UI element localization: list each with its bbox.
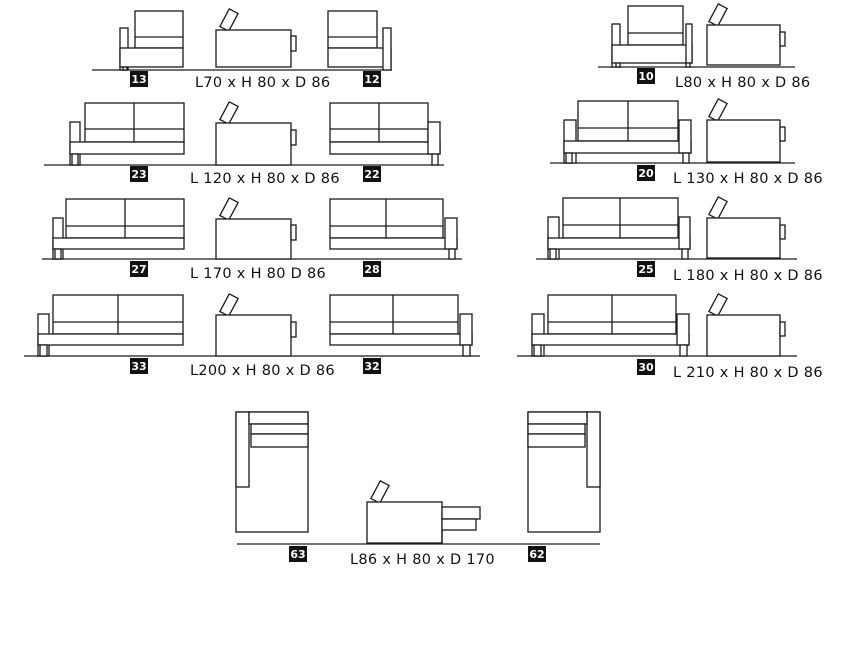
armchair-alt-side-view [706, 2, 786, 66]
code-badge: 12 [363, 71, 381, 87]
chaise-right-top-view [527, 411, 601, 533]
code-label: 62 [529, 548, 544, 561]
chaise-side-view [366, 479, 481, 544]
chaise-row: 63 L86 x H 80 x D 170 62 [235, 411, 601, 568]
sofa-large-left-front [37, 294, 184, 357]
sofa-alt-side-view [706, 195, 786, 259]
sofa-alt-front [547, 197, 691, 260]
code-label: 22 [364, 168, 379, 181]
dimension-label: L 180 x H 80 x D 86 [673, 268, 823, 284]
code-label: 30 [638, 361, 654, 374]
code-badge: 23 [130, 166, 148, 182]
code-label: 20 [638, 167, 654, 180]
row-4: 33 L200 x H 80 x D 86 32 30 L 210 x H [24, 292, 823, 381]
code-label: 10 [638, 70, 654, 83]
row-2: 23 L 120 x H 80 x D 86 22 20 L 130 x H [44, 97, 823, 187]
dimension-label: L 130 x H 80 x D 86 [673, 171, 823, 187]
code-label: 63 [290, 548, 305, 561]
row-3: 27 L 170 x H 80 D 86 28 25 L 180 x H 8 [42, 195, 823, 284]
row-1: 13 L70 x H 80 x D 86 12 10 L80 x H 80 x [92, 2, 810, 91]
sofa-2seat-right-front [329, 102, 441, 166]
code-label: 12 [364, 73, 379, 86]
dimension-label: L 210 x H 80 x D 86 [673, 365, 823, 381]
sofa-2seat-left-front [69, 102, 185, 166]
chaise-left-top-view [235, 411, 309, 533]
code-label: 13 [131, 73, 146, 86]
code-label: 28 [364, 263, 379, 276]
sofa-side-view [215, 196, 297, 260]
sofa-alt-front [563, 100, 692, 164]
sofa-3seat-left-front [52, 198, 185, 260]
code-badge: 22 [363, 166, 381, 182]
code-label: 32 [364, 360, 379, 373]
code-badge: 62 [528, 546, 546, 562]
sofa-side-view [215, 292, 297, 357]
sofa-large-right-front [329, 294, 473, 357]
dimension-label: L86 x H 80 x D 170 [350, 552, 495, 568]
code-label: 27 [131, 263, 146, 276]
sofa-alt-front [531, 294, 690, 357]
code-badge: 32 [363, 358, 381, 374]
dimension-label: L 170 x H 80 D 86 [190, 266, 326, 282]
sofa-side-view [215, 100, 297, 166]
code-badge: 28 [363, 261, 381, 277]
dimension-label: L70 x H 80 x D 86 [195, 75, 330, 91]
code-badge: 33 [130, 358, 148, 374]
code-badge: 20 [637, 165, 655, 181]
code-badge: 63 [289, 546, 307, 562]
code-badge: 30 [637, 359, 655, 375]
code-label: 23 [131, 168, 146, 181]
dimension-label: L80 x H 80 x D 86 [675, 75, 810, 91]
armchair-right-front [327, 10, 392, 71]
code-label: 33 [131, 360, 146, 373]
code-badge: 27 [130, 261, 148, 277]
code-badge: 13 [130, 71, 148, 87]
code-badge: 25 [637, 261, 655, 277]
code-label: 25 [638, 263, 653, 276]
armchair-alt-front [611, 5, 693, 68]
sofa-alt-side-view [706, 292, 786, 357]
armchair-side-view [215, 7, 297, 68]
armchair-left-front [119, 10, 184, 71]
sofa-alt-side-view [706, 97, 786, 163]
dimension-label: L200 x H 80 x D 86 [190, 363, 335, 379]
code-badge: 10 [637, 68, 655, 84]
sofa-3seat-right-front [329, 198, 458, 260]
dimension-label: L 120 x H 80 x D 86 [190, 171, 340, 187]
